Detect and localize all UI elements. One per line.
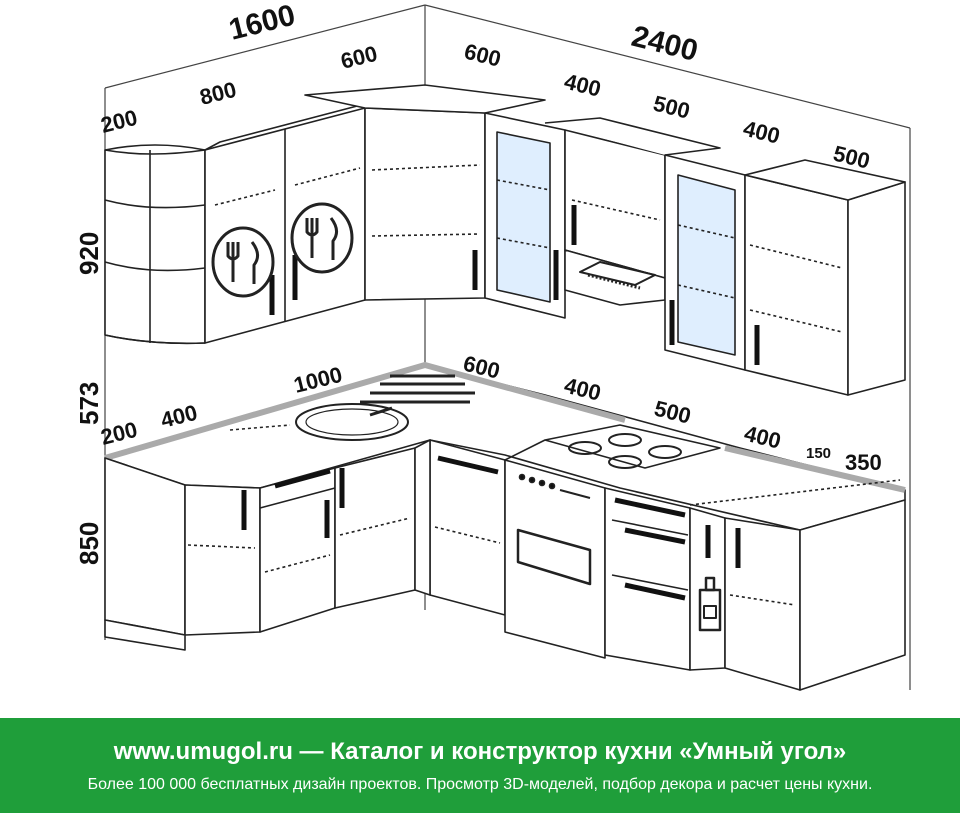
upper-corner-cabinet bbox=[304, 84, 546, 301]
bottle-rack bbox=[689, 507, 726, 671]
dim-upper-height: 920 bbox=[74, 232, 104, 275]
upper-glass-cabinet bbox=[664, 154, 746, 371]
dim-lower-right-4: 400 bbox=[742, 421, 784, 454]
upper-end-cabinet bbox=[744, 159, 906, 396]
dim-upper-right-2: 400 bbox=[562, 69, 604, 102]
site-link[interactable]: www.umugol.ru bbox=[113, 738, 293, 765]
dim-overall-left: 1600 bbox=[226, 0, 299, 47]
fork-knife-icon bbox=[290, 202, 354, 274]
base-drawer-cabinet bbox=[259, 467, 336, 633]
dim-base-height: 850 bbox=[74, 522, 104, 565]
banner-headline: www.umugol.ru — Каталог и конструктор ку… bbox=[0, 738, 960, 766]
base-sink-cabinet bbox=[334, 447, 416, 609]
footer-banner: www.umugol.ru — Каталог и конструктор ку… bbox=[0, 718, 960, 813]
dim-lower-right-5: 150 bbox=[806, 445, 831, 462]
countertop bbox=[104, 362, 906, 531]
dim-lower-right-6: 350 bbox=[845, 450, 882, 475]
dim-overall-right: 2400 bbox=[628, 20, 701, 68]
upper-glass-cabinet bbox=[484, 112, 566, 319]
base-drawers bbox=[604, 487, 691, 671]
oven bbox=[504, 439, 606, 659]
upper-cabinet-utensils bbox=[204, 99, 381, 344]
upper-hood-cabinet bbox=[544, 117, 721, 306]
dim-upper-right-3: 500 bbox=[651, 91, 693, 124]
banner-tagline: Каталог и конструктор кухни «Умный угол» bbox=[330, 738, 847, 765]
dim-lower-right-3: 500 bbox=[652, 396, 694, 429]
dim-upper-right-4: 400 bbox=[741, 116, 783, 149]
dim-backsplash-height: 573 bbox=[74, 382, 104, 425]
dim-lower-left-2: 400 bbox=[158, 400, 200, 433]
cooktop bbox=[544, 424, 721, 469]
cooker-hood bbox=[579, 261, 656, 290]
base-corner-cabinet bbox=[104, 457, 261, 651]
base-dishwasher-cabinet bbox=[414, 439, 506, 616]
open-corner-shelf bbox=[104, 144, 206, 345]
dim-upper-left-2: 800 bbox=[197, 77, 239, 110]
dim-upper-right-1: 600 bbox=[462, 39, 504, 72]
banner-dash: — bbox=[292, 738, 331, 765]
bottle-icon bbox=[698, 576, 722, 632]
dim-upper-left-3: 600 bbox=[338, 41, 380, 74]
base-end-cabinet bbox=[724, 499, 906, 691]
sink bbox=[295, 374, 475, 441]
fork-knife-icon bbox=[211, 226, 275, 298]
banner-description: Более 100 000 бесплатных дизайн проектов… bbox=[87, 776, 873, 793]
